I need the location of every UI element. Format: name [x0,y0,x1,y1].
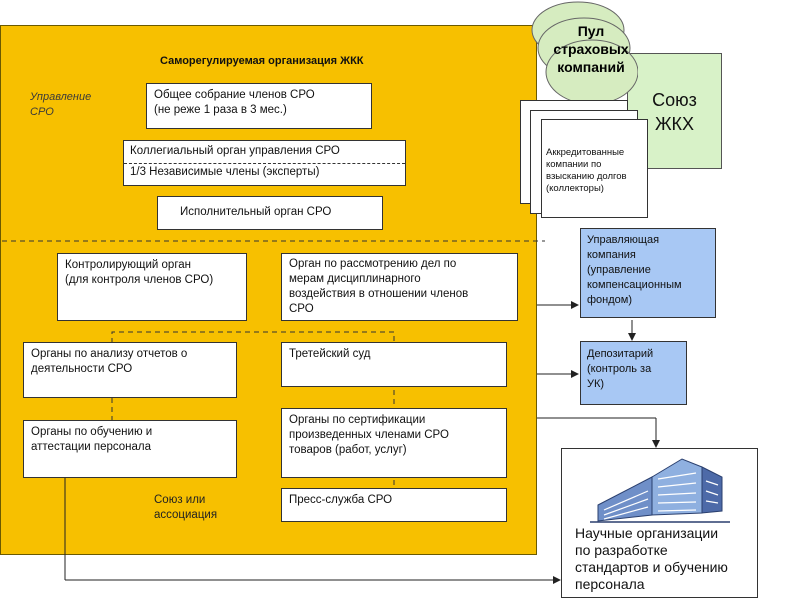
press-service-box: Пресс-служба СРО [281,488,507,522]
sro-title: Саморегулируемая организация ЖКК [160,55,364,67]
control-body-box: Контролирующий орган(для контроля членов… [57,253,247,321]
collegial-body-box: Коллегиальный орган управления СРО 1/3 Н… [123,140,406,186]
arbitration-court-box: Третейский суд [281,342,507,387]
building-icon [590,458,730,523]
insurance-pool-ellipses [531,1,638,105]
general-meeting-box: Общее собрание членов СРО(не реже 1 раза… [146,83,372,129]
executive-body-box: Исполнительный орган СРО [157,196,383,230]
